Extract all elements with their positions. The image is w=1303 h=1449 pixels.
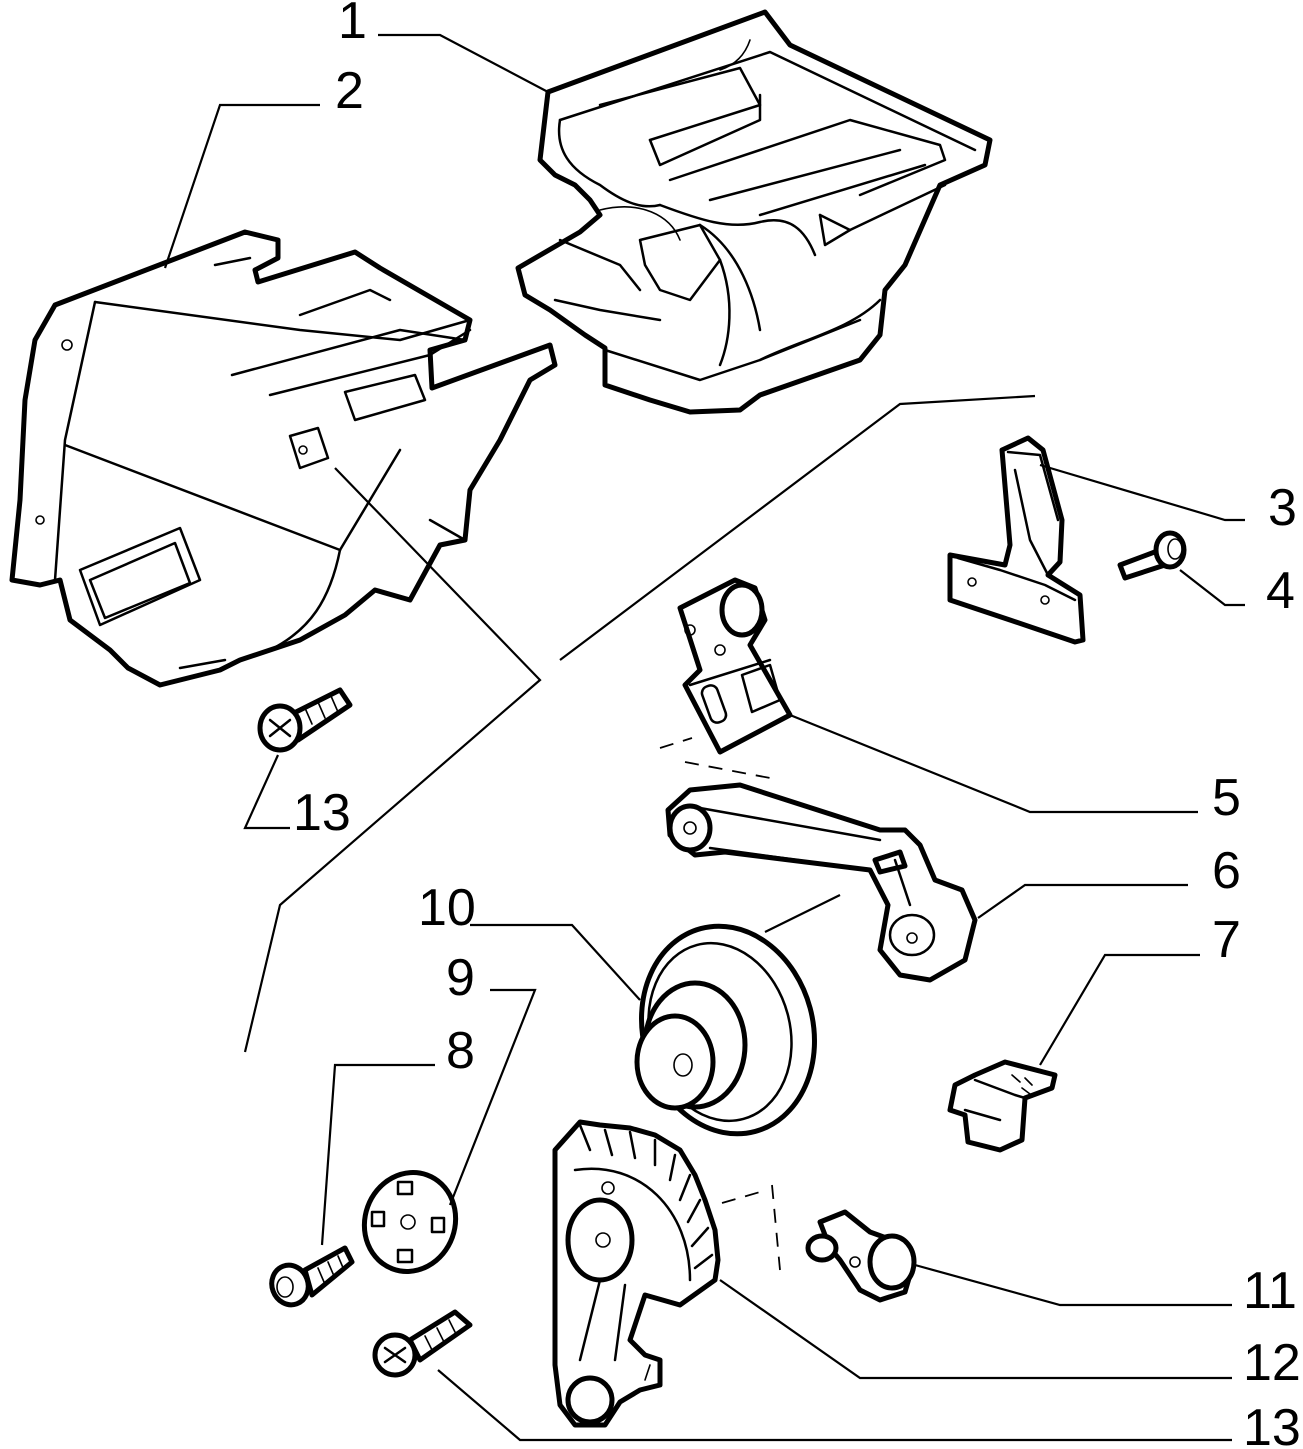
part-12-gear-sector: [552, 1119, 721, 1428]
part-13-screw-upper: [257, 687, 353, 753]
callout-2: 2: [335, 62, 364, 120]
callout-6: 6: [1212, 842, 1241, 900]
part-4-bolt: [1117, 530, 1187, 581]
part-11-crank: [805, 1209, 917, 1303]
callout-11: 11: [1243, 1262, 1297, 1320]
callout-13-upper: 13: [293, 784, 351, 842]
part-6-lever-arm: [665, 782, 978, 983]
callout-10: 10: [418, 879, 476, 937]
callout-5: 5: [1212, 769, 1241, 827]
part-10-pulley: [634, 923, 817, 1137]
callout-4: 4: [1266, 562, 1295, 620]
leader-lines: [163, 33, 1245, 1442]
part-1-upper-housing: [515, 9, 993, 415]
callout-labels: 1 2 3 4 5 6 7 8 9 10 11 12 13 13: [293, 0, 1301, 1449]
callout-13-lower: 13: [1243, 1399, 1301, 1449]
callout-7: 7: [1212, 911, 1241, 969]
part-5-rocker-bracket: [677, 577, 793, 755]
callout-9: 9: [446, 949, 475, 1007]
assembly-guide-lines: [243, 394, 1036, 1053]
callout-3: 3: [1268, 479, 1297, 537]
part-9-cam-disc: [361, 1170, 459, 1274]
part-3-bracket: [947, 435, 1086, 645]
part-8-hex-bolt: [269, 1245, 355, 1308]
part-2-lower-housing: [9, 229, 558, 688]
callout-8: 8: [446, 1022, 475, 1080]
callout-1: 1: [338, 0, 367, 50]
part-13-screw-lower: [372, 1309, 473, 1378]
callout-12: 12: [1243, 1334, 1301, 1392]
part-7-clip: [947, 1059, 1058, 1153]
